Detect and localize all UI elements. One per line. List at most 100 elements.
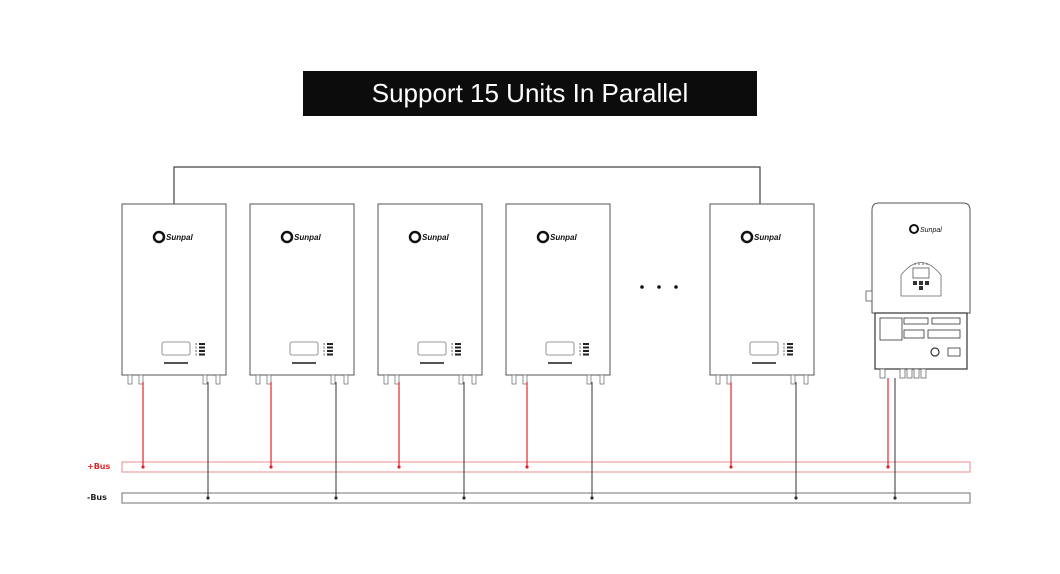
terminal-connector bbox=[202, 374, 208, 385]
cable-gland bbox=[920, 368, 927, 379]
led-label bbox=[455, 343, 461, 345]
status-led-icon bbox=[322, 346, 326, 349]
terminal-connector bbox=[458, 374, 464, 385]
terminal-block bbox=[927, 329, 961, 339]
ellipsis-dot bbox=[657, 285, 661, 289]
status-led-icon bbox=[322, 342, 326, 346]
brand-name: Sunpal bbox=[166, 233, 193, 242]
status-led-icon bbox=[194, 346, 198, 349]
label-plate bbox=[292, 362, 316, 364]
positive-junction bbox=[141, 465, 145, 469]
brand-logo-icon bbox=[909, 224, 919, 234]
terminal-block bbox=[931, 317, 961, 325]
led-label bbox=[787, 350, 793, 352]
label-plate bbox=[420, 362, 444, 364]
inverter-button bbox=[925, 281, 929, 285]
negative-junction bbox=[893, 496, 897, 500]
label-plate bbox=[752, 362, 776, 364]
terminal-connector bbox=[511, 374, 517, 385]
battery-unit: Sunpal bbox=[709, 203, 815, 500]
brand-logo-icon bbox=[408, 230, 422, 244]
cable-gland bbox=[899, 368, 906, 379]
terminal-connector bbox=[586, 374, 592, 385]
status-led-icon bbox=[450, 349, 454, 353]
negative-bus-label: -Bus bbox=[87, 493, 107, 502]
status-led-icon bbox=[194, 349, 198, 353]
status-led-icon bbox=[578, 353, 582, 356]
label-plate bbox=[164, 362, 188, 364]
terminal-connector bbox=[383, 374, 389, 385]
inverter-upper-case bbox=[871, 202, 971, 314]
ellipsis-dot bbox=[640, 285, 644, 289]
brand-name: Sunpal bbox=[754, 233, 781, 242]
inverter-display bbox=[912, 267, 930, 279]
ground-terminal-icon bbox=[930, 347, 940, 357]
positive-bus-label: +Bus bbox=[87, 462, 111, 471]
negative-junction bbox=[206, 496, 210, 500]
status-led-icon bbox=[926, 263, 928, 265]
battery-case bbox=[377, 203, 483, 376]
status-led-icon bbox=[450, 346, 454, 349]
status-led-icon bbox=[914, 263, 916, 265]
terminal-connector bbox=[215, 374, 221, 385]
led-label bbox=[583, 346, 589, 349]
brand-name: Sunpal bbox=[920, 227, 942, 234]
status-led-icon bbox=[194, 342, 198, 346]
status-led-icon bbox=[450, 342, 454, 346]
ellipsis-text: ... bbox=[0, 0, 2, 1]
led-label bbox=[327, 350, 333, 352]
led-label bbox=[327, 343, 333, 345]
terminal-block bbox=[903, 329, 925, 339]
terminal-connector bbox=[266, 374, 272, 385]
terminal-connector bbox=[138, 374, 144, 385]
brand-logo-icon bbox=[740, 230, 754, 244]
negative-junction bbox=[334, 496, 338, 500]
terminal-block bbox=[879, 317, 903, 341]
brand-name: Sunpal bbox=[422, 233, 449, 242]
status-led-icon bbox=[782, 346, 786, 349]
led-label bbox=[787, 353, 793, 356]
led-label bbox=[327, 353, 333, 356]
terminal-connector bbox=[471, 374, 477, 385]
label-plate bbox=[548, 362, 572, 364]
terminal-connector bbox=[394, 374, 400, 385]
positive-junction bbox=[269, 465, 273, 469]
diagram-title: Support 15 Units In Parallel bbox=[303, 71, 757, 116]
inverter-control-panel bbox=[900, 262, 942, 297]
battery-unit: Sunpal bbox=[377, 203, 483, 500]
status-led-icon bbox=[782, 349, 786, 353]
status-led-icon bbox=[578, 349, 582, 353]
status-led-icon bbox=[782, 353, 786, 356]
led-label bbox=[199, 346, 205, 349]
terminal-connector bbox=[803, 374, 809, 385]
brand-name: Sunpal bbox=[550, 233, 577, 242]
battery-display bbox=[417, 341, 447, 356]
terminal-connector bbox=[715, 374, 721, 385]
status-led-icon bbox=[322, 353, 326, 356]
positive-junction bbox=[729, 465, 733, 469]
status-led-icon bbox=[922, 263, 924, 265]
battery-display bbox=[545, 341, 575, 356]
status-led-icon bbox=[450, 353, 454, 356]
brand-logo-icon bbox=[280, 230, 294, 244]
status-led-icon bbox=[194, 353, 198, 356]
inverter-button bbox=[919, 281, 923, 285]
negative-junction bbox=[462, 496, 466, 500]
led-label bbox=[583, 343, 589, 345]
inverter-button bbox=[919, 286, 923, 290]
status-led-icon bbox=[782, 342, 786, 346]
led-label bbox=[455, 353, 461, 356]
terminal-block bbox=[947, 347, 961, 357]
battery-unit: Sunpal bbox=[121, 203, 227, 500]
positive-junction bbox=[886, 465, 890, 469]
led-label bbox=[583, 350, 589, 352]
terminal-connector bbox=[330, 374, 336, 385]
led-label bbox=[199, 353, 205, 356]
status-led-icon bbox=[578, 342, 582, 346]
led-label bbox=[199, 343, 205, 345]
communication-cable bbox=[173, 166, 761, 204]
battery-display bbox=[289, 341, 319, 356]
cable-gland bbox=[879, 368, 886, 379]
status-led-icon bbox=[578, 346, 582, 349]
